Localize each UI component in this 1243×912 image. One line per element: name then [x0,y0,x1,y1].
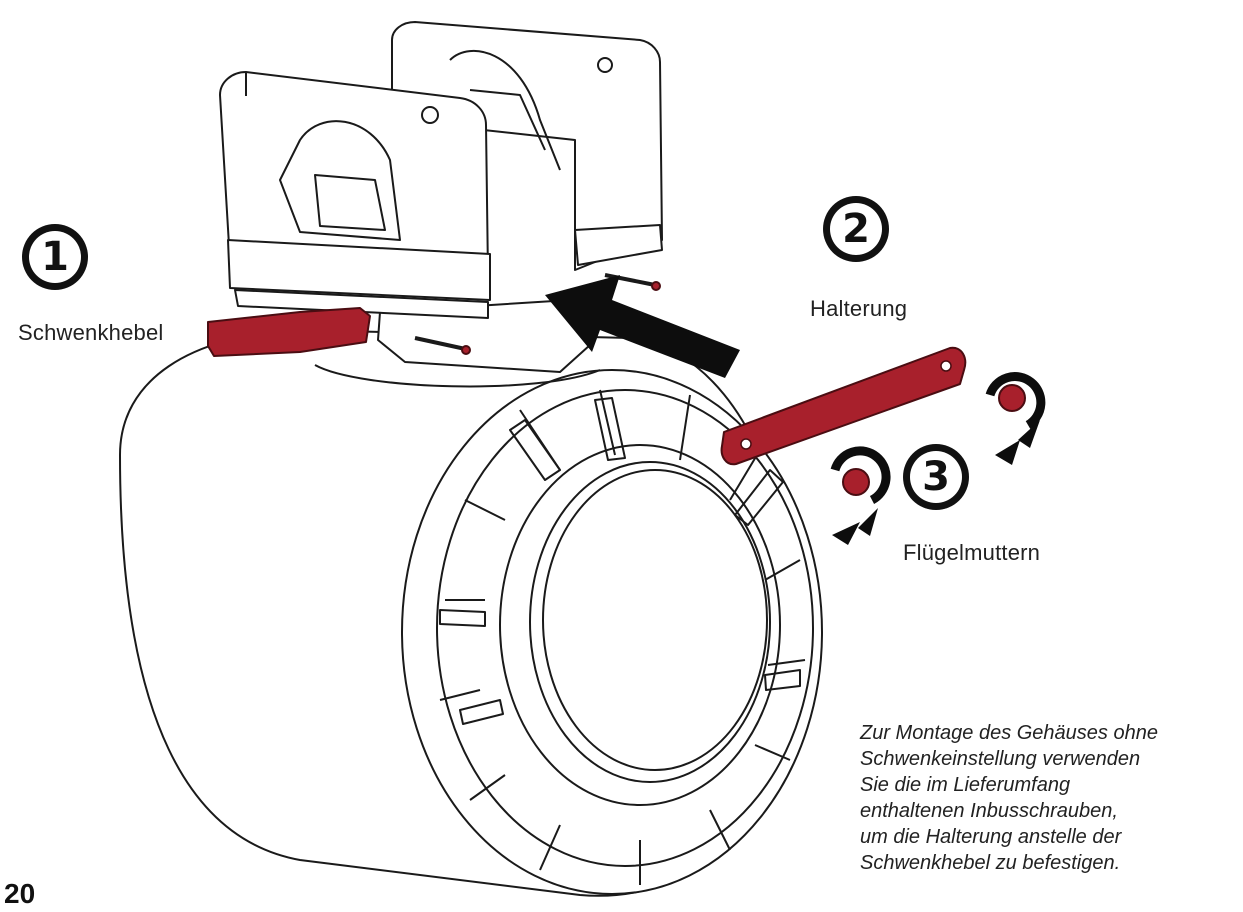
insert-arrow-icon [545,275,740,378]
swivel-lever [207,307,371,357]
speaker-cone [529,461,771,783]
rotate-arrow-icon [830,446,891,504]
rotate-arrow-icon [985,372,1046,429]
bracket-bar [720,346,967,466]
note-line: enthaltenen Inbusschrauben, [860,800,1118,822]
step-number: 3 [922,454,950,500]
label-wing-nuts: Flügelmuttern [903,540,1041,565]
page-number: 20 [4,878,36,909]
note-line: Zur Montage des Gehäuses ohne [860,722,1158,744]
note-line: Schwenkeinstellung verwenden [860,748,1141,770]
wing-nut-upper [998,384,1026,412]
note-line: um die Halterung anstelle der [860,826,1122,848]
label-bracket: Halterung [810,296,908,321]
step-badge-2: 2 [823,196,889,262]
label-swivel-lever: Schwenkhebel [18,320,164,345]
note-line: Schwenkhebel zu befestigen. [860,852,1121,874]
instruction-note: Zur Montage des Gehäuses ohne Schwenkein… [860,720,1240,876]
wing-nut-lower [842,468,870,496]
step-number: 1 [41,234,69,280]
step-number: 2 [842,206,870,252]
step-badge-3: 3 [903,444,969,510]
note-line: Sie die im Lieferumfang [860,774,1071,796]
step-badge-1: 1 [22,224,88,290]
grille-mid-ring [436,389,814,867]
grille-inner-ring [499,444,781,806]
